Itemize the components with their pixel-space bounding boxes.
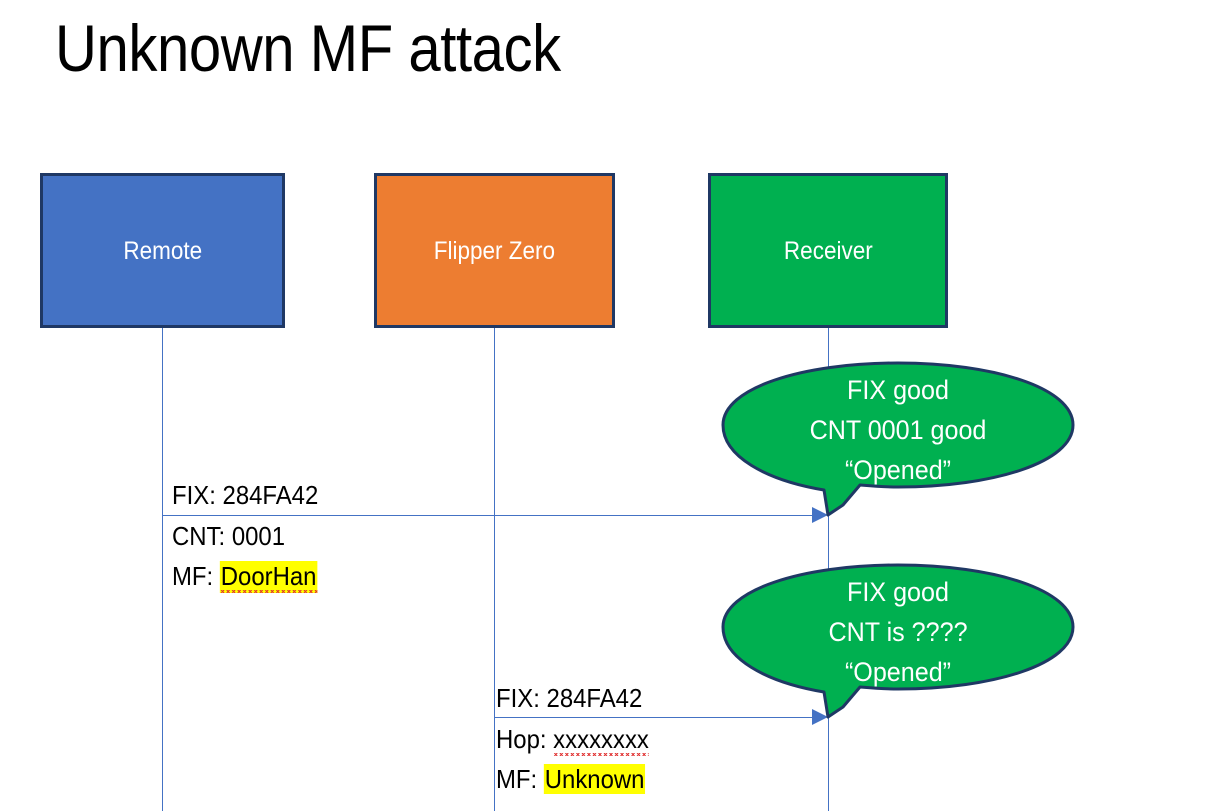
actor-label-receiver: Receiver	[783, 236, 873, 265]
message-line-flipper-to-receiver	[494, 717, 816, 718]
message-arrowhead-remote-to-receiver	[812, 507, 828, 523]
callout-bubble-shape	[721, 361, 1075, 517]
actor-label-flipper: Flipper Zero	[433, 236, 556, 265]
message-label-value: 0001	[231, 521, 286, 551]
message-label-key: MF:	[496, 764, 538, 794]
message-label-flipper-line-1: FIX: 284FA42	[496, 678, 642, 718]
message-label-remote-line-3: MF: DoorHan	[172, 556, 317, 596]
message-label-value: 284FA42	[222, 480, 319, 510]
actor-box-flipper[interactable]: Flipper Zero	[374, 173, 615, 328]
message-label-remote-line-1: FIX: 284FA42	[172, 475, 318, 515]
message-arrowhead-flipper-to-receiver	[812, 709, 828, 725]
message-label-value-highlighted: DoorHan	[220, 561, 317, 591]
message-label-key: CNT:	[172, 521, 226, 551]
message-label-key: FIX:	[172, 480, 216, 510]
lifeline-remote	[162, 327, 163, 811]
actor-box-remote[interactable]: Remote	[40, 173, 285, 328]
lifeline-flipper	[494, 327, 495, 811]
message-label-value-misspelled: xxxxxxxx	[553, 724, 649, 754]
page-title: Unknown MF attack	[55, 11, 561, 85]
message-label-value: 284FA42	[546, 683, 643, 713]
message-label-flipper-line-3: MF: Unknown	[496, 759, 646, 799]
message-line-remote-to-receiver	[162, 515, 816, 516]
message-label-flipper-line-2: Hop: xxxxxxxx	[496, 719, 649, 759]
callout-second[interactable]: FIX good CNT is ???? “Opened”	[721, 563, 1075, 720]
message-label-key: Hop:	[496, 724, 547, 754]
actor-box-receiver[interactable]: Receiver	[708, 173, 948, 328]
actor-label-remote: Remote	[123, 236, 202, 265]
message-label-value-highlighted: Unknown	[543, 764, 646, 794]
message-label-key: MF:	[172, 561, 214, 591]
callout-first[interactable]: FIX good CNT 0001 good “Opened”	[721, 361, 1075, 518]
callout-bubble-shape	[721, 563, 1075, 719]
message-label-remote-line-2: CNT: 0001	[172, 516, 285, 556]
message-label-key: FIX:	[496, 683, 540, 713]
